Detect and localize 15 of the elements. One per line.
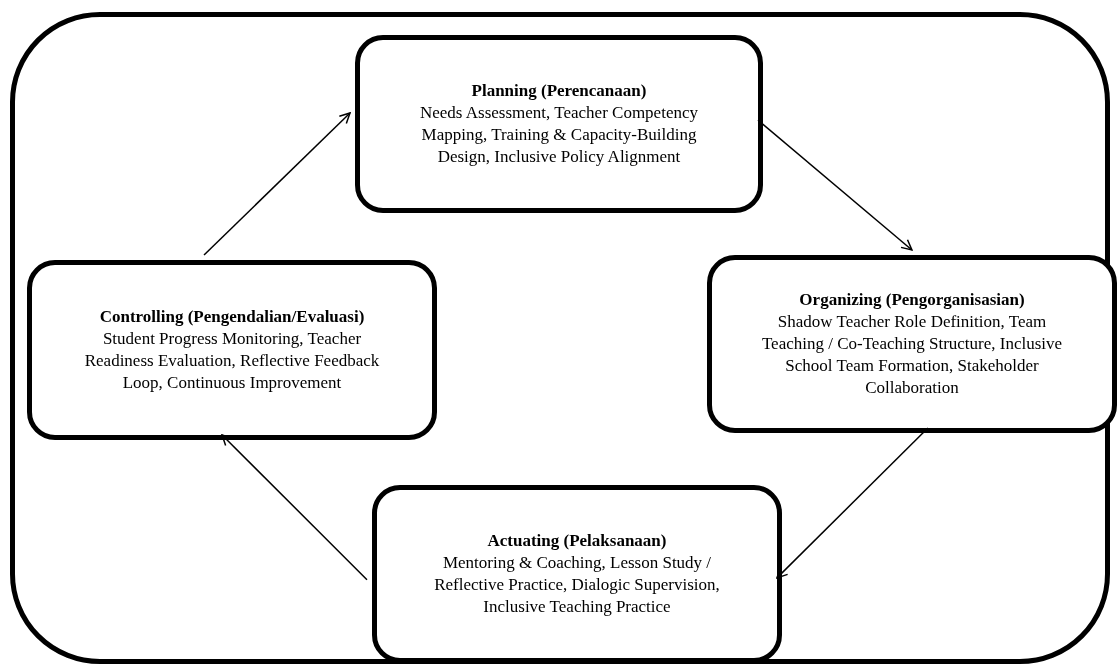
arrow — [776, 427, 929, 579]
box-heading: Actuating (Pelaksanaan) — [487, 529, 667, 552]
process-box — [707, 255, 1117, 433]
arrow — [757, 119, 913, 251]
box-heading: Controlling (Pengendalian/Evaluasi) — [99, 305, 365, 328]
box-heading: Planning (Perencanaan) — [471, 79, 647, 102]
box-body-text: Mentoring & Coaching, Lesson Study / Reflective Practice, Dialogic Supervision, Inclusive Teaching Practice — [433, 551, 721, 619]
process-box — [355, 35, 763, 213]
arrow — [203, 112, 351, 256]
process-box — [27, 260, 437, 440]
box-body-text: Needs Assessment, Teacher Competency Mapping, Training & Capacity-Building Design, Inclusive Policy Alignment — [419, 101, 699, 169]
box-body-text: Shadow Teacher Role Definition, Team Teaching / Co-Teaching Structure, Inclusive School Team Formation, Stakeholder Collaboration — [760, 310, 1064, 400]
box-body-text: Student Progress Monitoring, Teacher Readiness Evaluation, Reflective Feedback Loop, Continuous Improvement — [83, 327, 381, 395]
arrow — [221, 434, 368, 581]
box-heading: Organizing (Pengorganisasian) — [799, 288, 1025, 311]
